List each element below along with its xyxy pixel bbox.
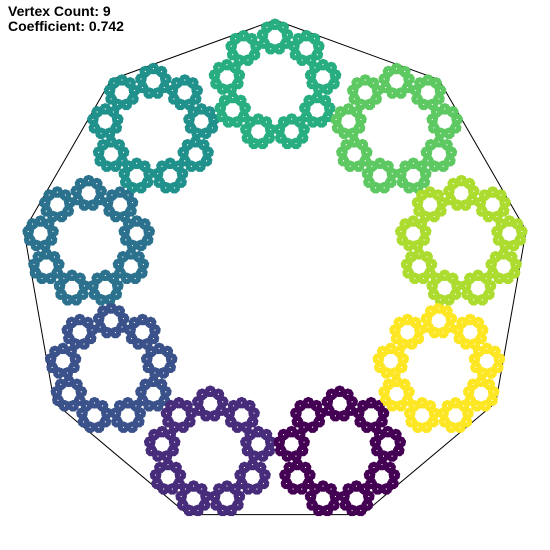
coefficient-label: Coefficient: 0.742	[8, 19, 124, 34]
parameter-labels: Vertex Count: 9 Coefficient: 0.742	[8, 4, 124, 34]
nonagon-outline	[23, 19, 527, 516]
fractal-points	[22, 18, 528, 517]
vertex-count-label: Vertex Count: 9	[8, 4, 124, 19]
